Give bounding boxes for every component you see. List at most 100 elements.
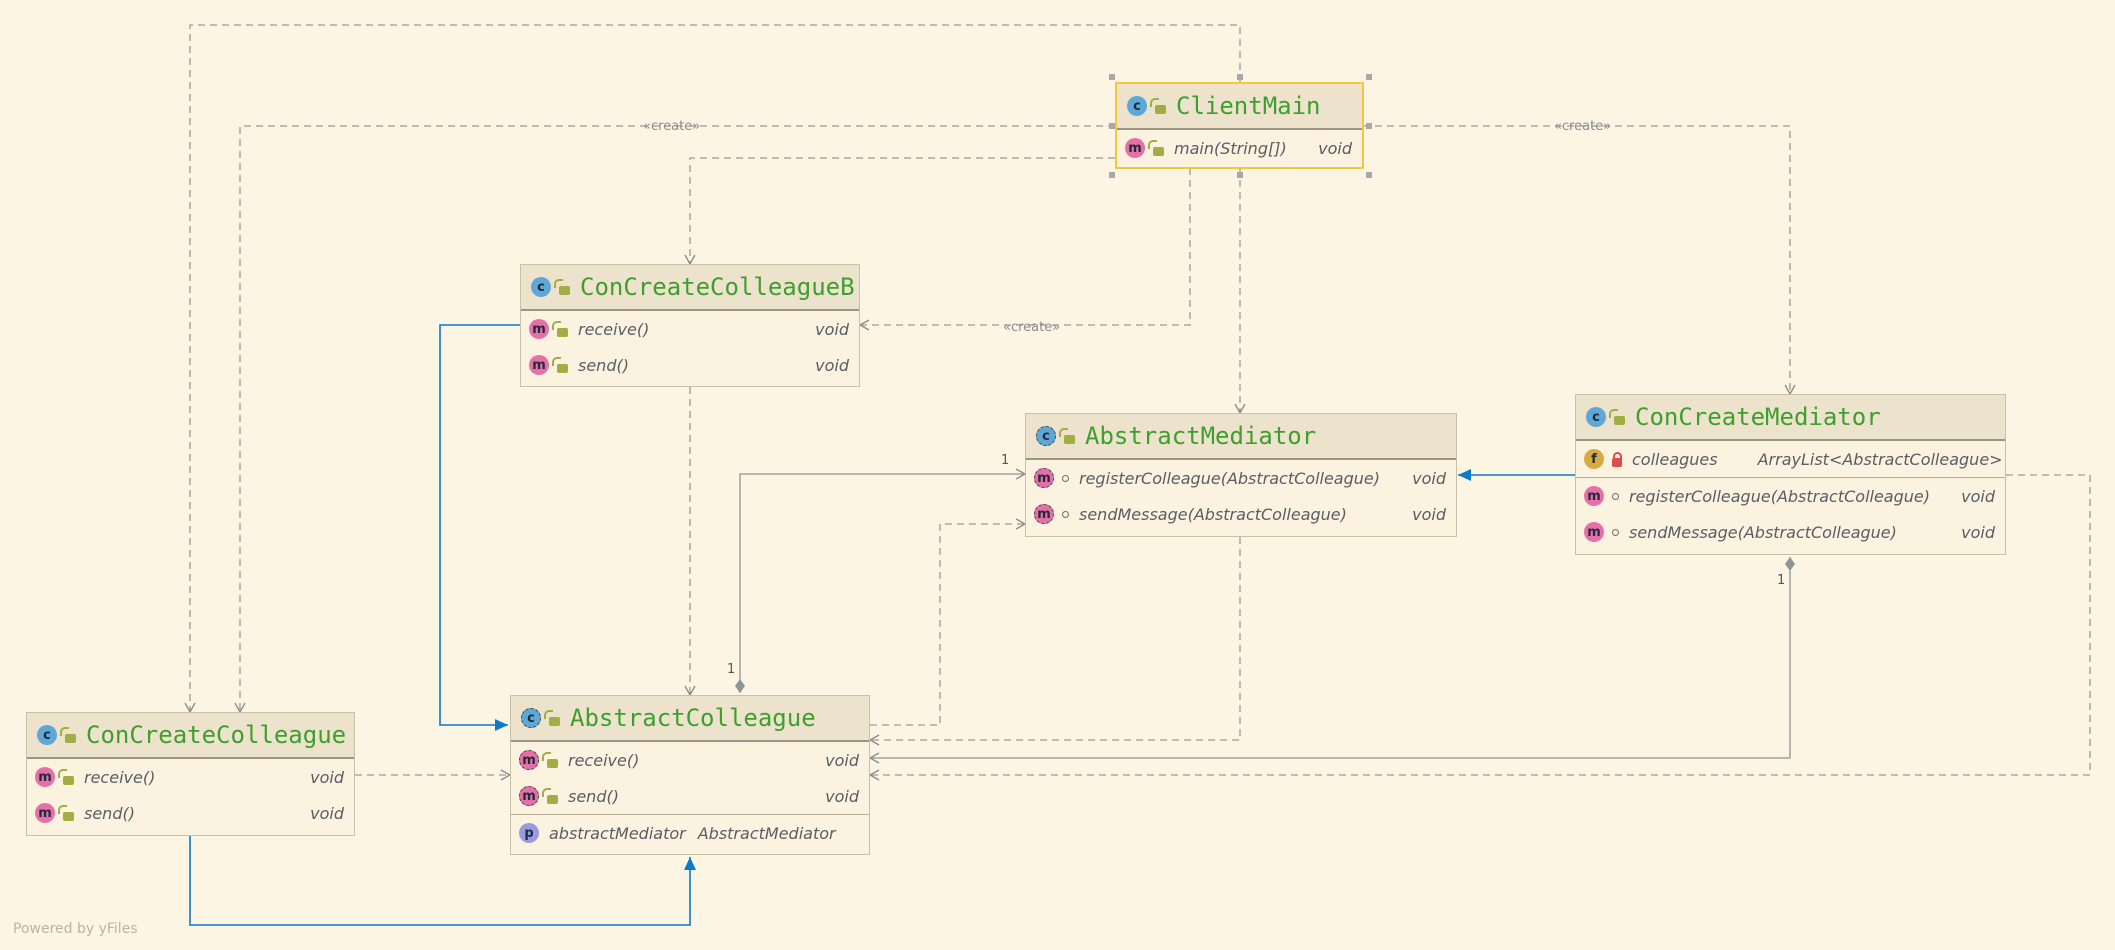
class-concrete-colleague-b[interactable]: c ConCreateColleagueB m receive() void m… (520, 264, 860, 387)
dep-client-outer-to-colleague (184, 24, 1241, 714)
public-lock-icon (58, 804, 74, 821)
extends-colleague-b (439, 324, 520, 731)
create-label-right: «create» (1554, 119, 1612, 134)
method-name: send() (568, 786, 619, 806)
class-header: c AbstractMediator (1026, 414, 1456, 460)
method-icon: m (35, 767, 55, 787)
class-concrete-colleague[interactable]: c ConCreateColleague m receive() void m … (26, 712, 355, 836)
method-row[interactable]: m sendMessage(AbstractColleague) void (1026, 496, 1456, 532)
class-concrete-mediator[interactable]: c ConCreateMediator f colleagues ArrayLi… (1575, 394, 2006, 555)
method-return-type: void (1412, 468, 1446, 488)
method-icon: m (1584, 486, 1604, 506)
method-return-type: void (310, 767, 344, 787)
method-icon: m (1584, 522, 1604, 542)
class-client-main[interactable]: c ClientMain m main(String[]) void (1115, 82, 1364, 169)
dep-client-create-colleague (234, 125, 1115, 714)
multiplicity-mediator-end: 1 (1001, 453, 1010, 468)
property-name: abstractMediator (549, 823, 686, 843)
class-icon: c (1586, 407, 1606, 427)
method-icon: m (529, 355, 549, 375)
class-header: c ConCreateColleagueB (521, 265, 859, 311)
public-lock-icon (542, 787, 558, 804)
method-row[interactable]: m sendMessage(AbstractColleague) void (1576, 514, 2005, 550)
public-lock-icon (58, 768, 74, 785)
class-icon: c (531, 277, 551, 297)
class-icon: c (37, 725, 57, 745)
dep-mediator-to-abstract-colleague (868, 537, 1241, 746)
selection-handle[interactable] (1237, 74, 1243, 80)
method-row[interactable]: m receive() void (511, 742, 869, 778)
field-icon: f (1584, 449, 1604, 469)
public-lock-icon (60, 726, 76, 743)
package-visibility-icon (1062, 474, 1069, 482)
method-name: sendMessage(AbstractColleague) (1629, 522, 1897, 542)
method-row[interactable]: m registerColleague(AbstractColleague) v… (1026, 460, 1456, 496)
create-label-colleague-b: «create» (1003, 320, 1061, 335)
method-return-type: void (310, 803, 344, 823)
property-row[interactable]: p abstractMediator AbstractMediator (511, 815, 869, 851)
section-divider (511, 814, 869, 815)
method-name: receive() (84, 767, 156, 787)
selection-handle[interactable] (1109, 172, 1115, 178)
powered-by-footer: Powered by yFiles (13, 921, 138, 937)
method-row[interactable]: m registerColleague(AbstractColleague) v… (1576, 478, 2005, 514)
selection-handle[interactable] (1366, 74, 1372, 80)
package-visibility-icon (1612, 492, 1619, 500)
method-name: registerColleague(AbstractColleague) (1629, 486, 1930, 506)
class-name: AbstractMediator (1085, 422, 1317, 450)
method-return-type: void (1318, 138, 1352, 158)
package-visibility-icon (1612, 528, 1619, 536)
class-icon: c (1127, 96, 1147, 116)
class-header: c ConCreateMediator (1576, 395, 2005, 441)
public-lock-icon (544, 709, 560, 726)
method-row[interactable]: m receive() void (27, 759, 354, 795)
method-row[interactable]: m send() void (521, 347, 859, 383)
create-label-left: «create» (643, 119, 701, 134)
class-name: ClientMain (1176, 92, 1321, 120)
method-return-type: void (1961, 522, 1995, 542)
package-visibility-icon (1062, 510, 1069, 518)
public-lock-icon (1150, 97, 1166, 114)
multiplicity-mediator-diamond: 1 (1777, 573, 1786, 588)
selection-handle[interactable] (1366, 172, 1372, 178)
field-name: colleagues (1632, 449, 1718, 469)
method-name: receive() (578, 319, 650, 339)
method-name: registerColleague(AbstractColleague) (1079, 468, 1380, 488)
selection-handle[interactable] (1109, 123, 1115, 129)
method-name: receive() (568, 750, 640, 770)
abstract-method-icon: m (1034, 468, 1054, 488)
public-lock-icon (1148, 139, 1164, 156)
method-row[interactable]: m send() void (511, 778, 869, 814)
method-name: sendMessage(AbstractColleague) (1079, 504, 1347, 524)
method-icon: m (529, 319, 549, 339)
selection-handle[interactable] (1109, 74, 1115, 80)
field-row[interactable]: f colleagues ArrayList<AbstractColleague… (1576, 441, 2005, 477)
selection-handle[interactable] (1366, 123, 1372, 129)
method-name: main(String[]) (1174, 138, 1287, 158)
dep-abstract-colleague-to-mediator (870, 518, 1027, 726)
method-row[interactable]: m main(String[]) void (1117, 130, 1362, 166)
public-lock-icon (1059, 427, 1075, 444)
abstract-method-icon: m (1034, 504, 1054, 524)
class-header: c AbstractColleague (511, 696, 869, 742)
public-lock-icon (552, 320, 568, 337)
method-row[interactable]: m send() void (27, 795, 354, 831)
class-name: ConCreateMediator (1635, 403, 1881, 431)
method-return-type: void (815, 319, 849, 339)
selection-handle[interactable] (1237, 172, 1243, 178)
method-return-type: void (825, 750, 859, 770)
class-name: ConCreateColleague (86, 721, 347, 749)
public-lock-icon (542, 751, 558, 768)
method-return-type: void (1412, 504, 1446, 524)
abstract-class-icon: c (521, 708, 541, 728)
class-abstract-mediator[interactable]: c AbstractMediator m registerColleague(A… (1025, 413, 1457, 537)
method-row[interactable]: m receive() void (521, 311, 859, 347)
method-return-type: void (1961, 486, 1995, 506)
dep-client-create-mediator (1363, 125, 1796, 396)
assoc-colleague-to-mediator (735, 468, 1027, 693)
extends-concrete-colleague (189, 836, 696, 926)
dep-client-to-colleague-b (684, 157, 1115, 266)
class-abstract-colleague[interactable]: c AbstractColleague m receive() void m s… (510, 695, 870, 855)
method-icon: m (35, 803, 55, 823)
